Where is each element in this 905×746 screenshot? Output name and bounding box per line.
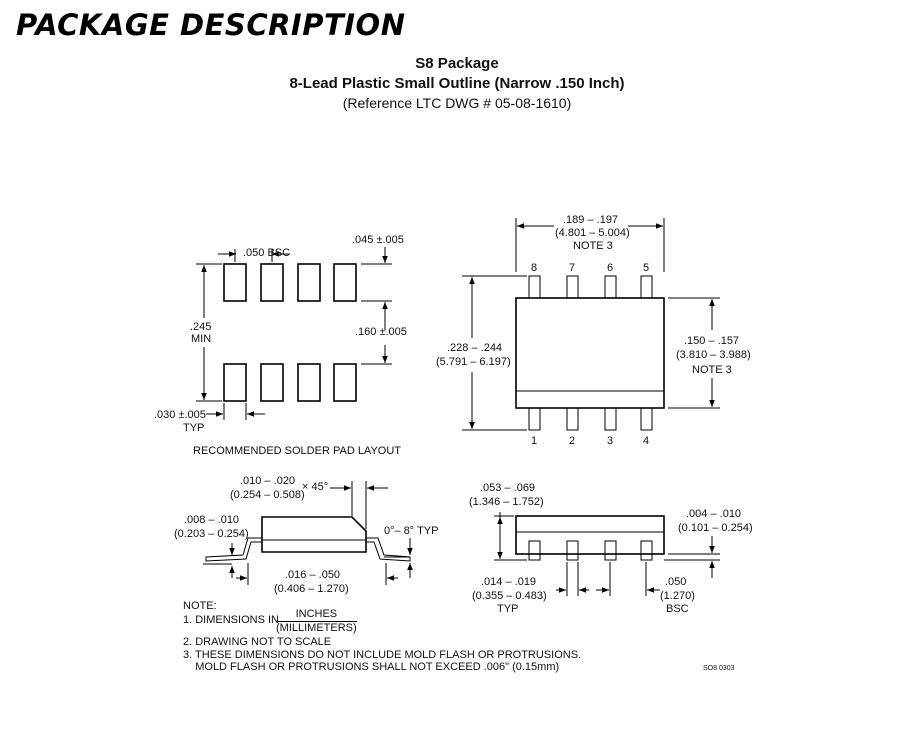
foot-in-label: .016 – .050 — [285, 569, 340, 581]
lead — [640, 540, 653, 561]
pin-8-label: 8 — [531, 262, 537, 274]
lead-pitch-bsc-label: BSC — [666, 603, 689, 615]
lead-thickness-mm-label: (0.203 – 0.254) — [174, 528, 249, 540]
note-1: 1. DIMENSIONS IN — [183, 613, 279, 626]
lead — [566, 407, 579, 431]
note-3a: 3. THESE DIMENSIONS DO NOT INCLUDE MOLD … — [183, 648, 582, 661]
pad — [223, 363, 247, 402]
body-in-label: .150 – .157 — [684, 335, 739, 347]
top-view — [515, 275, 665, 431]
pad-pitch-label: .050 BSC — [243, 247, 290, 259]
length-in-label: .189 – .197 — [563, 214, 618, 226]
lead — [640, 407, 653, 431]
gull-wing-lead — [205, 537, 262, 562]
lead — [528, 275, 541, 299]
lead — [640, 275, 653, 299]
body-mm-label: (3.810 – 3.988) — [676, 349, 751, 361]
pad — [333, 263, 357, 302]
lead — [566, 540, 579, 561]
lead-angle-label: 0°– 8° TYP — [384, 525, 438, 537]
side-body — [261, 516, 367, 553]
pad — [333, 363, 357, 402]
pin-6-label: 6 — [607, 262, 613, 274]
pad-row-gap-label: .160 ±.005 — [355, 326, 407, 338]
package-description: 8-Lead Plastic Small Outline (Narrow .15… — [289, 75, 625, 92]
body-note-label: NOTE 3 — [692, 364, 732, 376]
chamfer-mm-label: (0.254 – 0.508) — [230, 489, 305, 501]
side-view — [205, 516, 411, 562]
package-body — [515, 297, 665, 409]
lead — [604, 275, 617, 299]
lead-thickness-in-label: .008 – .010 — [184, 514, 239, 526]
lead-width-in-label: .014 – .019 — [481, 576, 536, 588]
pin-3-label: 3 — [607, 435, 613, 447]
height-mm-label: (1.346 – 1.752) — [469, 496, 544, 508]
standoff-in-label: .004 – .010 — [686, 508, 741, 520]
standoff-mm-label: (0.101 – 0.254) — [678, 522, 753, 534]
length-note-label: NOTE 3 — [573, 240, 613, 252]
pad — [223, 263, 247, 302]
pad-span-min-label: MIN — [191, 333, 211, 345]
foot-mm-label: (0.406 – 1.270) — [274, 583, 349, 595]
units-numerator: INCHES — [276, 608, 357, 622]
notes-title: NOTE: — [183, 600, 217, 612]
pin-2-label: 2 — [569, 435, 575, 447]
pin-5-label: 5 — [643, 262, 649, 274]
solder-pad-layout — [223, 263, 357, 402]
lead — [528, 407, 541, 431]
pad-length-label: .045 ±.005 — [352, 234, 404, 246]
units-denominator: (MILLIMETERS) — [276, 622, 357, 634]
pin-4-label: 4 — [643, 435, 649, 447]
lead-pitch-mm-label: (1.270) — [660, 590, 695, 602]
pad — [297, 363, 321, 402]
lead — [566, 275, 579, 299]
package-name: S8 Package — [415, 55, 499, 72]
pad — [260, 363, 284, 402]
overall-mm-label: (5.791 – 6.197) — [436, 356, 511, 368]
units-fraction: INCHES (MILLIMETERS) — [276, 608, 357, 635]
chamfer-in-label: .010 – .020 — [240, 475, 295, 487]
pin-1-label: 1 — [531, 435, 537, 447]
package-reference: (Reference LTC DWG # 05-08-1610) — [342, 95, 572, 111]
gull-wing-lead — [366, 537, 411, 562]
pin-7-label: 7 — [569, 262, 575, 274]
pad-layout-caption: RECOMMENDED SOLDER PAD LAYOUT — [193, 445, 401, 457]
lead — [604, 540, 617, 561]
lead-pitch-in-label: .050 — [665, 576, 686, 588]
end-body — [515, 515, 665, 555]
page-heading: PACKAGE DESCRIPTION — [16, 8, 406, 42]
height-in-label: .053 – .069 — [480, 482, 535, 494]
length-mm-label: (4.801 – 5.004) — [555, 227, 630, 239]
pad — [260, 263, 284, 302]
note-3b: MOLD FLASH OR PROTRUSIONS SHALL NOT EXCE… — [183, 661, 560, 673]
pad-width-typ-label: TYP — [183, 422, 204, 434]
pad — [297, 263, 321, 302]
end-view — [515, 515, 665, 561]
overall-in-label: .228 – .244 — [447, 342, 502, 354]
lead — [528, 540, 541, 561]
drawing-code: SO8 0303 — [703, 665, 735, 672]
pad-span-label: .245 — [190, 321, 211, 333]
lead — [604, 407, 617, 431]
chamfer-angle-label: × 45° — [302, 481, 328, 493]
lead-width-typ-label: TYP — [497, 603, 518, 615]
note-2: 2. DRAWING NOT TO SCALE — [183, 636, 332, 648]
pad-width-label: .030 ±.005 — [154, 409, 206, 421]
package-header: S8 Package 8-Lead Plastic Small Outline … — [0, 54, 905, 112]
notes-block: NOTE: 1. DIMENSIONS IN 2. DRAWING NOT TO… — [183, 600, 581, 674]
lead-width-mm-label: (0.355 – 0.483) — [472, 590, 547, 602]
